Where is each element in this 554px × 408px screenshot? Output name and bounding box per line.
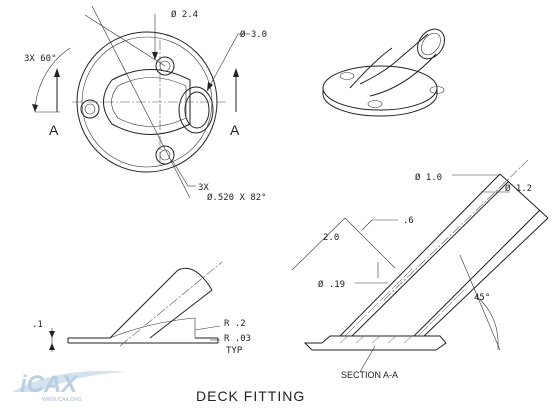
section-label: SECTION A-A	[341, 370, 398, 380]
watermark-caption: WWW.ICAX.ORG	[42, 397, 82, 403]
iso-hole-3	[367, 100, 383, 108]
side-view	[49, 261, 223, 352]
dim-dia-tube-outer: Ø 3.0	[240, 29, 267, 40]
dim-dia-bore: Ø 1.0	[415, 172, 442, 183]
side-tube-left	[109, 269, 179, 339]
leader-holes	[171, 159, 189, 187]
iso-tube-sides	[359, 33, 437, 97]
dim-thickness: .1	[32, 320, 43, 330]
watermark-text: iCAX	[20, 371, 79, 398]
mount-hole-bottom	[155, 145, 175, 165]
leader-section	[359, 345, 376, 373]
section-centerline	[383, 159, 529, 301]
side-gusset	[109, 317, 196, 339]
dim-angle-pattern: 3X 60°	[24, 54, 57, 64]
tube-outer-ellipse	[178, 86, 214, 134]
dim-radius-large: R .2	[224, 319, 246, 329]
top-view	[32, 5, 250, 199]
section-base	[303, 335, 447, 351]
dim-radius-small: R .03	[224, 334, 251, 344]
dim-dia-small: Ø .19	[318, 279, 345, 290]
section-tube-inner-left	[351, 181, 509, 337]
dim-height-line	[291, 217, 346, 271]
dim-dia-outer: Ø 1.2	[505, 183, 532, 194]
iso-hole-2	[429, 86, 445, 94]
dim-angle-arc	[475, 295, 499, 341]
side-centerline	[119, 261, 223, 347]
iso-tube-mouth	[417, 28, 445, 60]
mount-hole-left-inner	[84, 103, 96, 115]
side-tube-mouth	[177, 267, 213, 291]
side-tube-right	[149, 289, 213, 339]
mount-hole-bottom-inner	[159, 149, 171, 161]
dim-holes-qty: 3X	[198, 183, 209, 193]
dim-holes-spec: Ø.520 X 82°	[207, 192, 267, 203]
watermark-logo: iCAX WWW.ICAX.ORG	[8, 362, 158, 404]
section-tube-outer-left	[339, 173, 501, 337]
dim-angle: 45°	[474, 293, 490, 303]
section-mark-right: A	[230, 122, 240, 138]
dim-height: 2.0	[323, 233, 339, 243]
iso-hole-1	[339, 72, 355, 80]
dim-wall: .6	[403, 216, 414, 226]
section-hatch	[339, 268, 465, 344]
section-tube-outer-right	[423, 217, 549, 337]
dim-radius-note: TYP	[226, 346, 243, 356]
leader-radius-large	[194, 325, 221, 331]
iso-view	[322, 28, 445, 117]
mount-hole-top	[155, 56, 175, 76]
drawing-title: DECK FITTING	[196, 388, 305, 404]
section-mark-left: A	[49, 122, 59, 138]
slot-inner	[111, 77, 187, 127]
pattern-line-a	[91, 5, 191, 199]
slot-outline	[103, 69, 191, 135]
section-tube-top	[499, 173, 549, 219]
mount-hole-left	[80, 99, 100, 119]
watermark-graphic: iCAX WWW.ICAX.ORG	[12, 370, 128, 403]
iso-flange-edge	[322, 88, 438, 117]
dim-dia-small-hole: Ø 2.4	[171, 9, 198, 20]
leader-dia-tube	[206, 33, 239, 92]
section-tube-inner-right	[413, 209, 541, 337]
section-view	[291, 159, 549, 373]
pattern-angle-arc	[34, 47, 71, 113]
tube-inner-ellipse	[184, 91, 210, 129]
pattern-line-b	[84, 14, 166, 67]
